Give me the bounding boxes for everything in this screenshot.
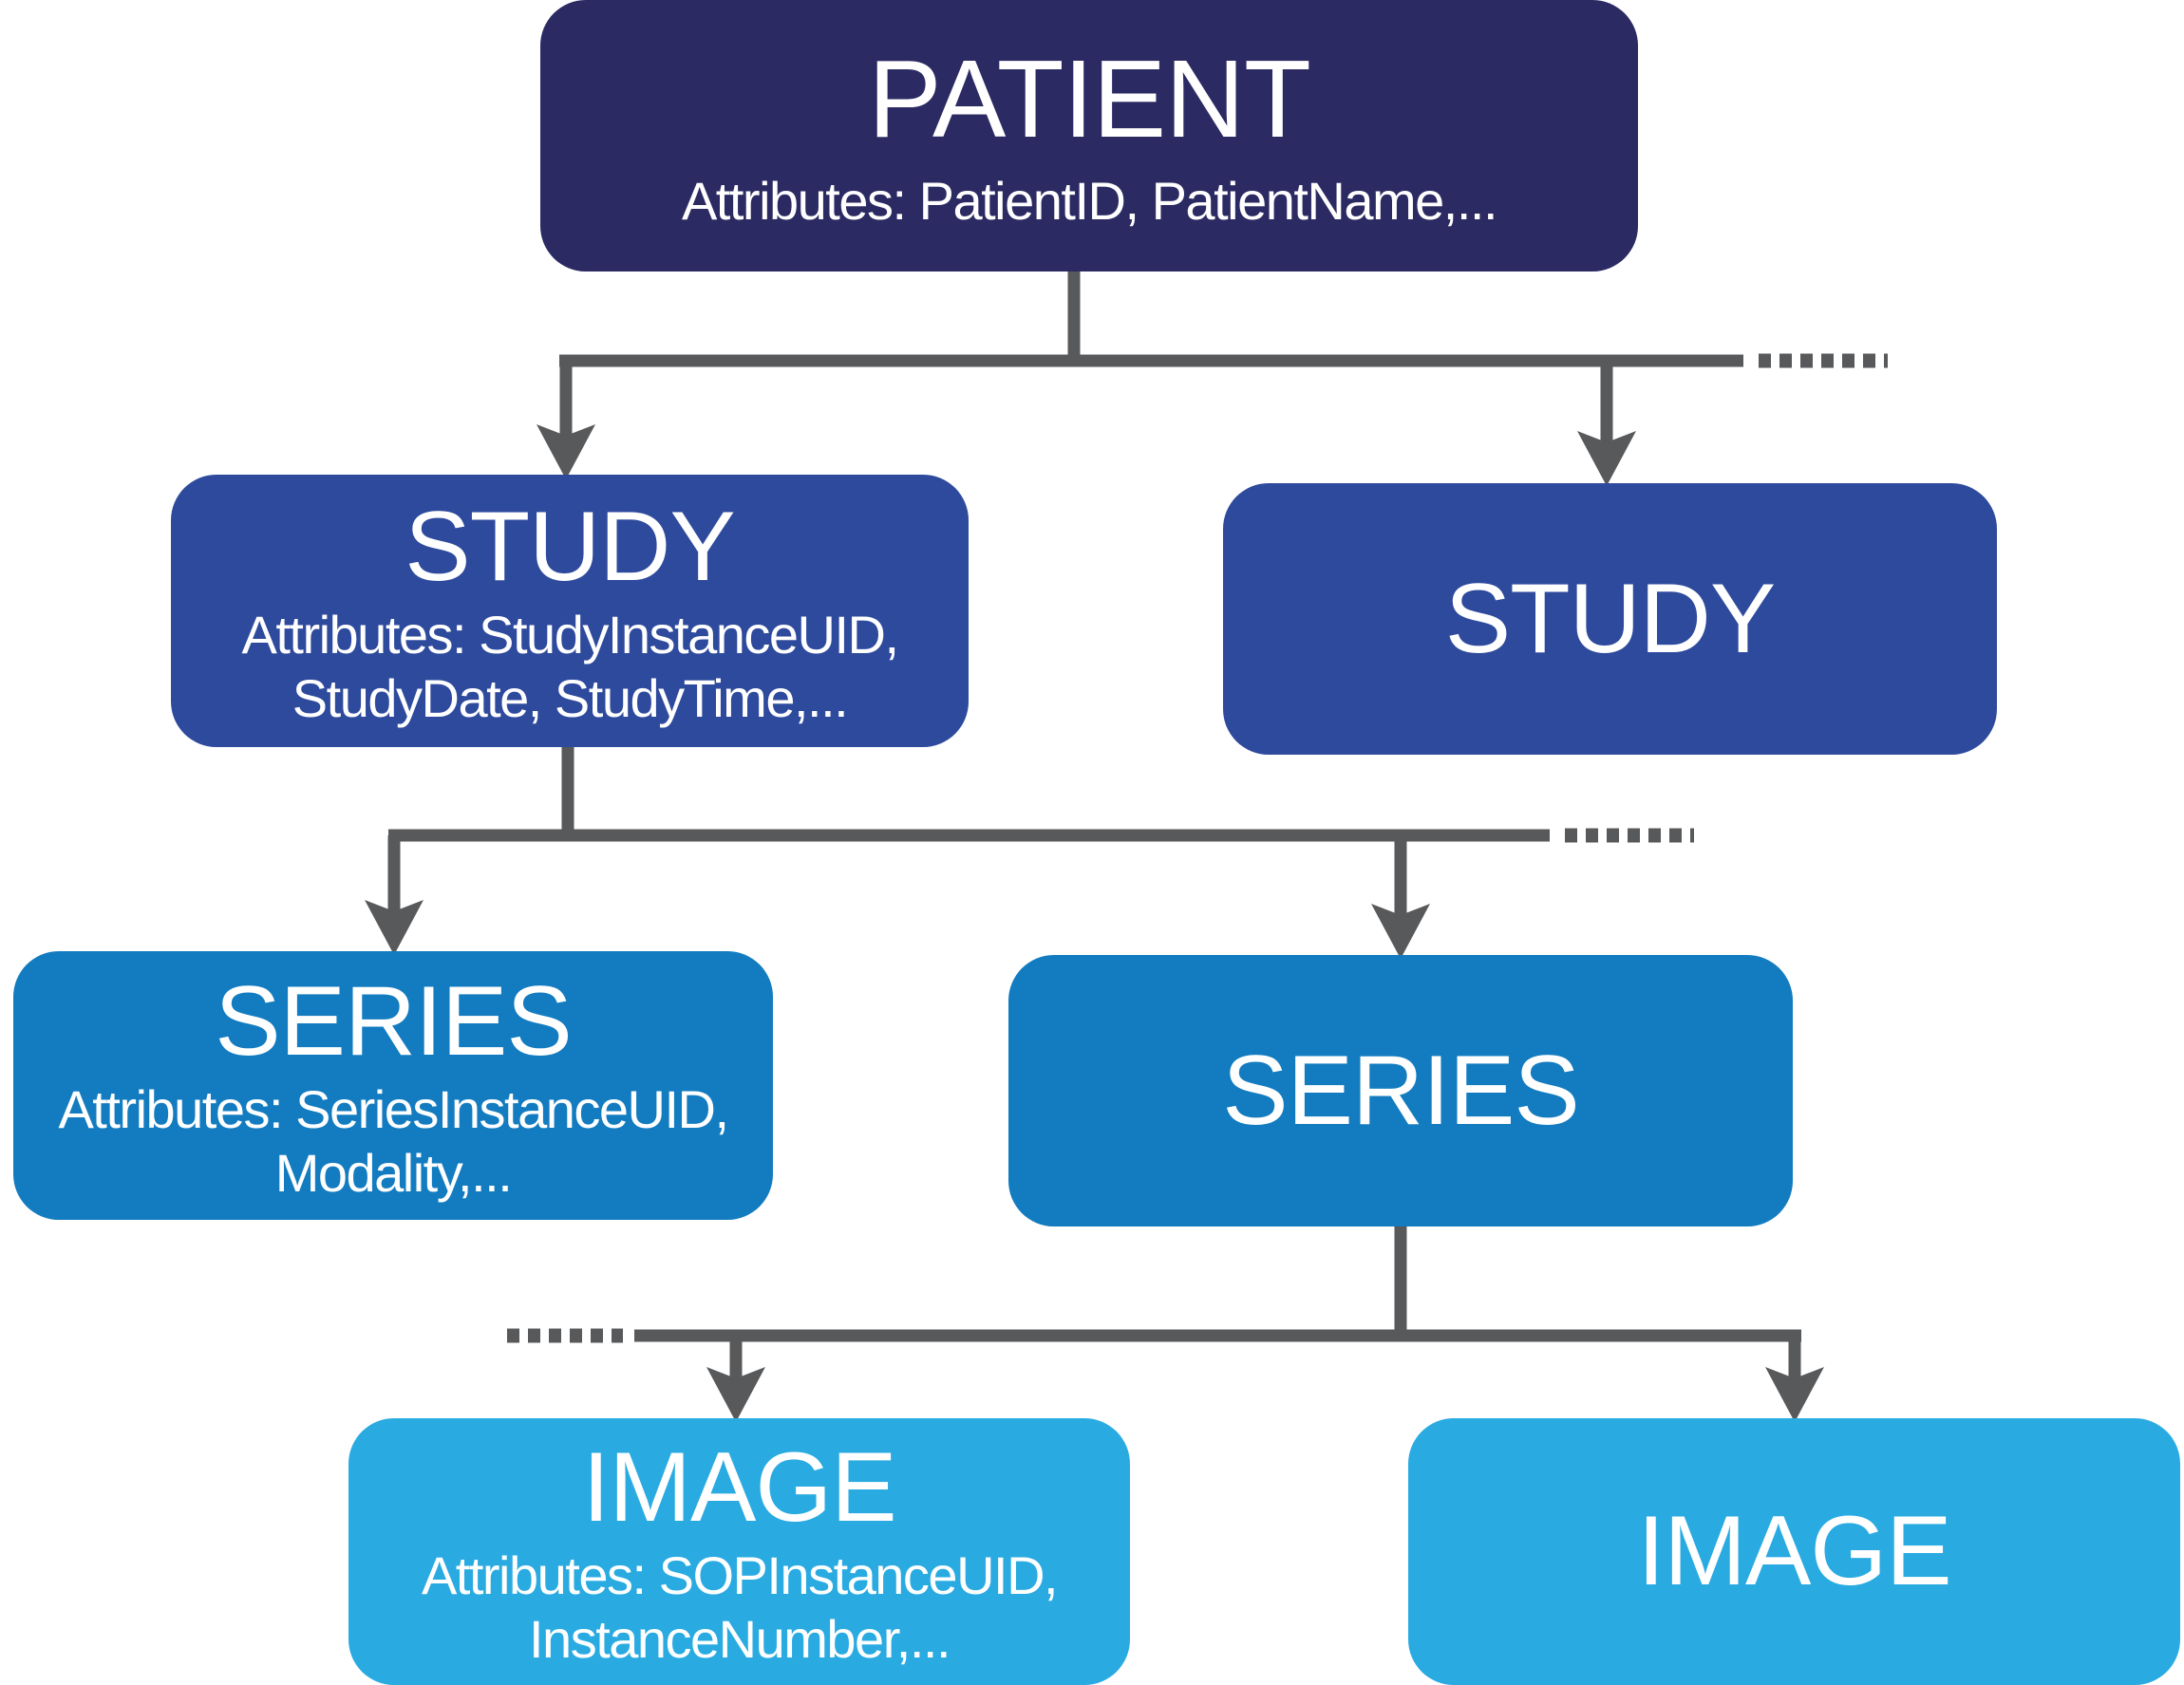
arrowhead-series-right-icon — [1371, 904, 1430, 959]
node-series-left: SERIES Attributes: SeriesInstanceUID, Mo… — [13, 951, 773, 1220]
arrowhead-series-left-icon — [365, 900, 424, 955]
node-image-right: IMAGE — [1408, 1418, 2180, 1685]
arrowhead-image-left-icon — [706, 1367, 765, 1422]
node-patient-attributes: Attributes: PatientID, PatientName,... — [681, 171, 1498, 232]
node-image-right-title: IMAGE — [1637, 1496, 1951, 1607]
arrowhead-study-left-icon — [537, 424, 595, 479]
node-patient: PATIENT Attributes: PatientID, PatientNa… — [540, 0, 1638, 271]
node-image-left: IMAGE Attributes: SOPInstanceUID, Instan… — [348, 1418, 1130, 1685]
node-image-left-attributes-line1: Attributes: SOPInstanceUID, — [421, 1545, 1059, 1605]
node-image-left-attributes-line2: InstanceNumber,... — [528, 1608, 951, 1669]
node-series-right-title: SERIES — [1222, 1035, 1579, 1146]
node-study-left: STUDY Attributes: StudyInstanceUID, Stud… — [171, 475, 969, 747]
node-series-left-attributes-line2: Modality,... — [274, 1142, 513, 1203]
node-patient-title: PATIENT — [868, 37, 1311, 161]
connector-series-to-images — [507, 1225, 1824, 1422]
connector-patient-to-studies — [537, 270, 1888, 486]
arrowhead-study-right-icon — [1577, 431, 1636, 486]
node-study-left-title: STUDY — [405, 492, 735, 603]
node-image-left-title: IMAGE — [582, 1432, 896, 1544]
node-series-left-attributes-line1: Attributes: SeriesInstanceUID, — [58, 1078, 729, 1139]
node-study-left-attributes-line1: Attributes: StudyInstanceUID, — [241, 604, 899, 665]
node-study-right: STUDY — [1223, 483, 1997, 755]
node-series-right: SERIES — [1008, 955, 1793, 1226]
node-series-left-title: SERIES — [215, 966, 572, 1077]
connector-study-to-series — [365, 745, 1694, 959]
node-study-right-title: STUDY — [1444, 563, 1776, 674]
arrowhead-image-right-icon — [1765, 1367, 1824, 1422]
node-study-left-attributes-line2: StudyDate, StudyTime,... — [292, 667, 849, 728]
